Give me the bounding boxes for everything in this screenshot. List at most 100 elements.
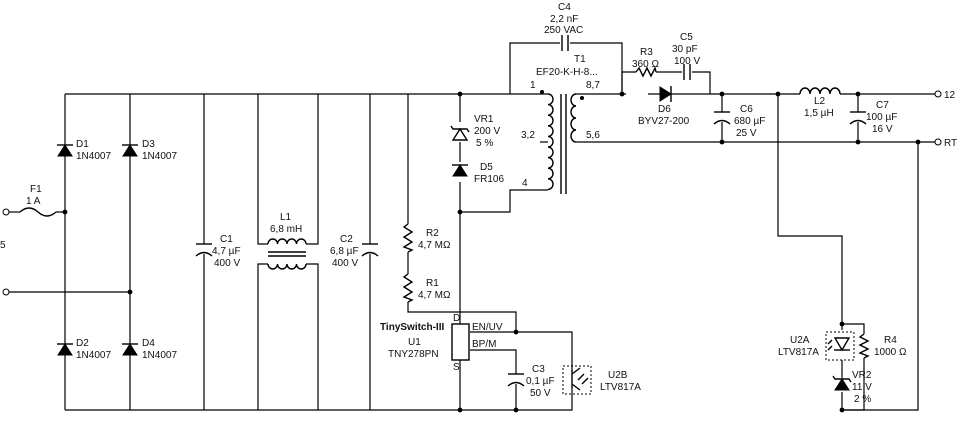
svg-text:R3: R3 bbox=[640, 47, 653, 58]
resistor-r2: R2 4,7 MΩ bbox=[402, 223, 451, 253]
svg-text:5 %: 5 % bbox=[476, 138, 493, 149]
svg-text:BYV27-200: BYV27-200 bbox=[638, 116, 690, 127]
svg-text:680 µF: 680 µF bbox=[734, 116, 765, 127]
svg-text:D6: D6 bbox=[658, 104, 671, 115]
svg-text:C5: C5 bbox=[680, 32, 693, 43]
diode-d5: D5 FR106 bbox=[452, 162, 504, 185]
svg-text:LTV817A: LTV817A bbox=[778, 347, 819, 358]
zener-vr2: VR2 11 V 2 % bbox=[832, 370, 872, 405]
svg-text:FR106: FR106 bbox=[474, 174, 504, 185]
svg-text:100 µF: 100 µF bbox=[866, 112, 897, 123]
optocoupler-u2b: U2B LTV817A bbox=[562, 365, 641, 395]
svg-text:400 V: 400 V bbox=[332, 258, 358, 269]
svg-text:U1: U1 bbox=[408, 337, 421, 348]
svg-text:R1: R1 bbox=[426, 278, 439, 289]
junction-dots bbox=[62, 91, 921, 413]
svg-text:400 V: 400 V bbox=[214, 258, 240, 269]
output-positive-terminal bbox=[934, 90, 942, 98]
svg-text:L1: L1 bbox=[280, 212, 292, 223]
capacitor-c6: C6 680 µF 25 V bbox=[713, 104, 765, 139]
svg-text:0,1 µF: 0,1 µF bbox=[526, 376, 555, 387]
svg-text:6,8 mH: 6,8 mH bbox=[270, 224, 302, 235]
svg-text:1N4007: 1N4007 bbox=[142, 350, 177, 361]
svg-text:D3: D3 bbox=[142, 139, 155, 150]
svg-text:30 pF: 30 pF bbox=[672, 44, 698, 55]
capacitor-c3: C3 0,1 µF 50 V bbox=[507, 364, 555, 399]
svg-text:360 Ω: 360 Ω bbox=[632, 59, 659, 70]
svg-text:EF20-K-H-8...: EF20-K-H-8... bbox=[536, 67, 598, 78]
diode-d2: D2 1N4007 bbox=[57, 338, 111, 361]
svg-text:VR2: VR2 bbox=[852, 370, 872, 381]
svg-text:EN/UV: EN/UV bbox=[472, 322, 503, 333]
svg-text:100 V: 100 V bbox=[674, 56, 700, 67]
svg-text:16 V: 16 V bbox=[872, 124, 893, 135]
svg-text:C4: C4 bbox=[558, 2, 571, 13]
svg-text:6,8 µF: 6,8 µF bbox=[330, 246, 359, 257]
capacitor-c5: C5 30 pF 100 V bbox=[672, 32, 700, 80]
svg-text:C1: C1 bbox=[220, 234, 233, 245]
capacitor-c7: C7 100 µF 16 V bbox=[849, 100, 897, 135]
ic-u1: TinySwitch-III U1 TNY278PN D S EN/UV BP/… bbox=[380, 313, 503, 373]
svg-text:1,5 µH: 1,5 µH bbox=[804, 108, 834, 119]
svg-text:250 VAC: 250 VAC bbox=[544, 25, 583, 36]
svg-text:VR1: VR1 bbox=[474, 114, 494, 125]
svg-text:U2B: U2B bbox=[608, 370, 628, 381]
f1-ref: F1 bbox=[30, 184, 42, 195]
inductor-l1: L1 6,8 mH bbox=[267, 212, 307, 270]
output-positive-label: 12 bbox=[944, 90, 956, 101]
terminals bbox=[2, 90, 942, 296]
svg-text:TinySwitch-III: TinySwitch-III bbox=[380, 322, 444, 333]
svg-text:3,2: 3,2 bbox=[521, 130, 535, 141]
wires bbox=[8, 42, 936, 411]
svg-text:D2: D2 bbox=[76, 338, 89, 349]
svg-text:4,7 MΩ: 4,7 MΩ bbox=[418, 290, 451, 301]
svg-text:4: 4 bbox=[522, 178, 528, 189]
diode-d4: D4 1N4007 bbox=[122, 338, 177, 361]
svg-text:4,7 µF: 4,7 µF bbox=[212, 246, 241, 257]
svg-text:LTV817A: LTV817A bbox=[600, 382, 641, 393]
ac-input-terminal-2 bbox=[2, 288, 10, 296]
svg-text:D4: D4 bbox=[142, 338, 155, 349]
svg-text:1000 Ω: 1000 Ω bbox=[874, 347, 907, 358]
svg-text:2,2 nF: 2,2 nF bbox=[550, 14, 578, 25]
svg-text:8,7: 8,7 bbox=[586, 80, 600, 91]
svg-text:2 %: 2 % bbox=[854, 394, 871, 405]
svg-text:T1: T1 bbox=[574, 54, 586, 65]
capacitor-c4: C4 2,2 nF 250 VAC bbox=[544, 2, 583, 51]
svg-text:4,7 MΩ: 4,7 MΩ bbox=[418, 240, 451, 251]
svg-text:1: 1 bbox=[530, 80, 536, 91]
diode-d3: D3 1N4007 bbox=[122, 139, 177, 162]
resistor-r1: R1 4,7 MΩ bbox=[402, 273, 451, 303]
svg-text:11 V: 11 V bbox=[852, 382, 872, 393]
optocoupler-u2a: U2A LTV817A bbox=[778, 331, 855, 361]
resistor-r4: R4 1000 Ω bbox=[858, 333, 907, 359]
svg-text:R4: R4 bbox=[884, 335, 897, 346]
svg-text:25 V: 25 V bbox=[736, 128, 757, 139]
svg-text:1N4007: 1N4007 bbox=[76, 151, 111, 162]
output-return-terminal bbox=[934, 138, 942, 146]
svg-text:L2: L2 bbox=[814, 96, 826, 107]
f1-value: 1 A bbox=[26, 196, 41, 207]
svg-text:C6: C6 bbox=[740, 104, 753, 115]
svg-text:TNY278PN: TNY278PN bbox=[388, 349, 439, 360]
svg-text:1N4007: 1N4007 bbox=[76, 350, 111, 361]
inductor-l2: L2 1,5 µH bbox=[799, 87, 841, 119]
svg-text:D: D bbox=[453, 313, 460, 324]
svg-text:C7: C7 bbox=[876, 100, 889, 111]
svg-text:C2: C2 bbox=[340, 234, 353, 245]
svg-text:R2: R2 bbox=[426, 228, 439, 239]
fuse-f1: F1 1 A bbox=[19, 184, 57, 217]
svg-text:BP/M: BP/M bbox=[472, 339, 496, 350]
svg-text:200 V: 200 V bbox=[474, 126, 500, 137]
svg-text:1N4007: 1N4007 bbox=[142, 151, 177, 162]
capacitor-c1: C1 4,7 µF 400 V bbox=[195, 234, 241, 269]
svg-text:D5: D5 bbox=[480, 162, 493, 173]
left-input-label: 5 bbox=[0, 240, 6, 251]
svg-text:C3: C3 bbox=[532, 364, 545, 375]
output-return-label: RT bbox=[944, 138, 957, 149]
ac-input-terminal-1 bbox=[2, 208, 10, 216]
svg-text:U2A: U2A bbox=[790, 335, 810, 346]
edge-labels: 5 12 RT bbox=[0, 90, 957, 251]
diode-d6: D6 BYV27-200 bbox=[638, 86, 690, 127]
